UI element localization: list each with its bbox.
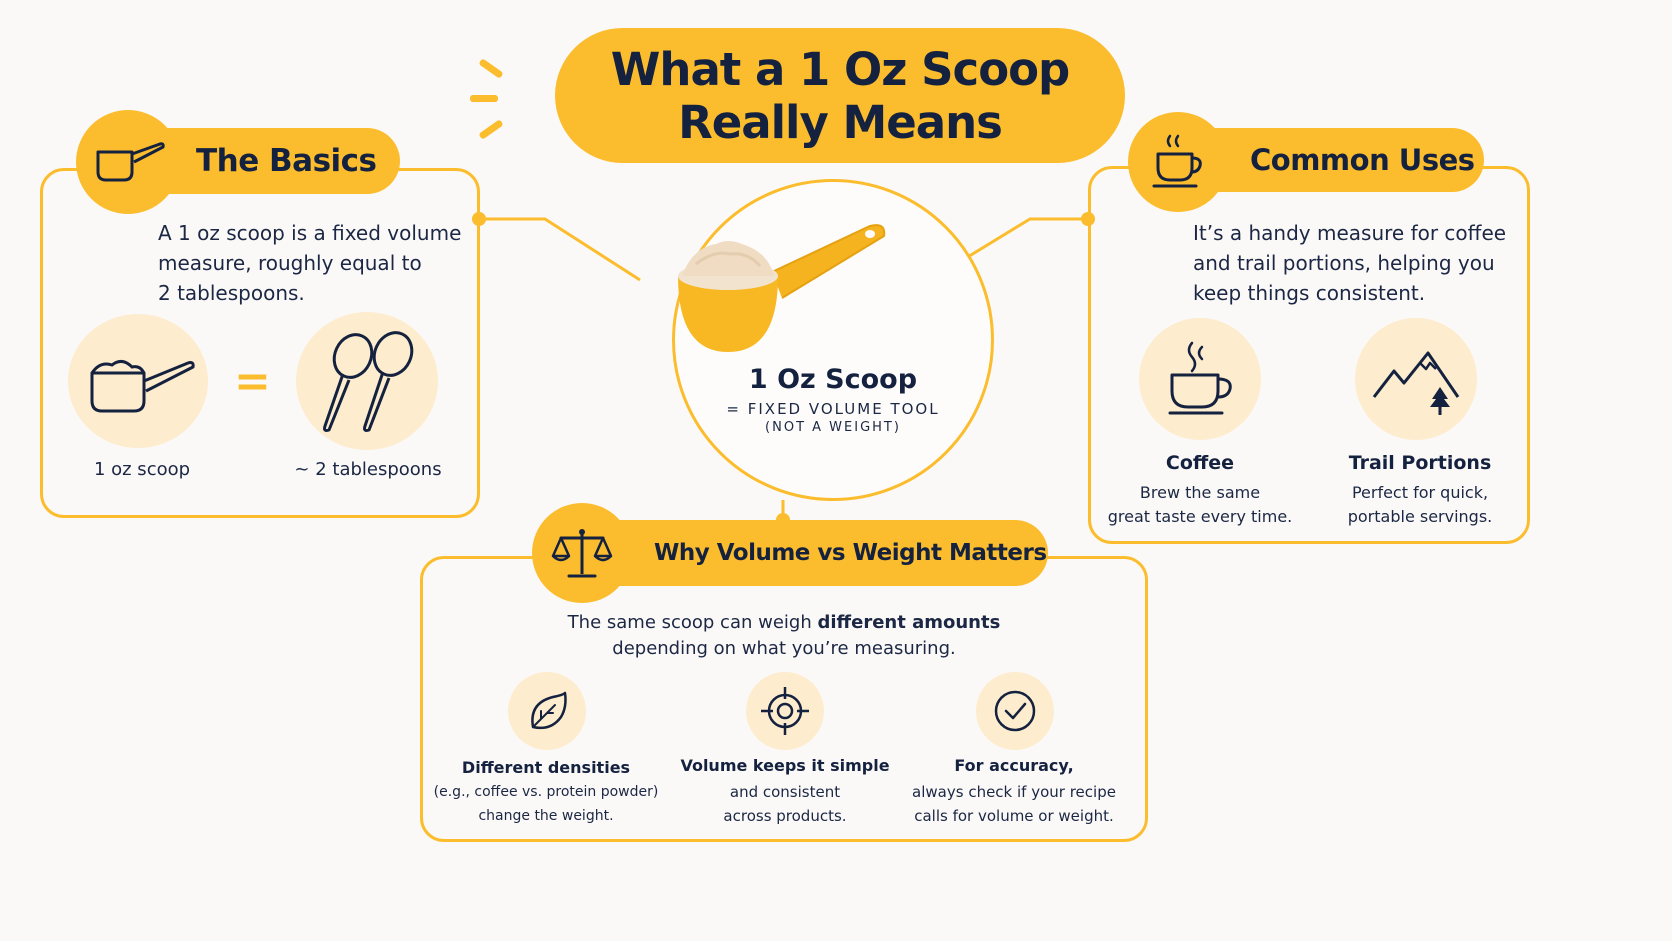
page-title-line1: What a 1 Oz Scoop	[610, 42, 1070, 96]
uses-header: Common Uses	[1210, 128, 1484, 192]
why-text-plain: The same scoop can weigh	[567, 612, 818, 633]
simple-text-line: and consistent	[729, 783, 841, 801]
basics-text: A 1 oz scoop is a fixed volume measure, …	[158, 218, 478, 308]
center-scoop-circle	[672, 179, 994, 501]
scoop-icon	[90, 360, 195, 413]
accuracy-title: For accuracy,	[954, 756, 1074, 775]
simple-illustration	[746, 672, 824, 750]
coffee-text-line: Brew the same	[1139, 483, 1261, 502]
scoop-illustration	[68, 314, 208, 448]
connector-dot	[472, 212, 486, 226]
check-icon	[994, 690, 1036, 732]
trail-title: Trail Portions	[1348, 452, 1492, 474]
mountain-icon	[1372, 351, 1460, 415]
connector-dot	[1081, 212, 1095, 226]
coffee-illustration	[1139, 318, 1261, 440]
basics-text-line: measure, roughly equal to	[158, 251, 422, 275]
trail-illustration	[1355, 318, 1477, 440]
uses-text-line: keep things consistent.	[1193, 281, 1426, 305]
densities-text-line: (e.g., coffee vs. protein powder)	[433, 784, 659, 800]
basics-heading: The Basics	[196, 143, 377, 179]
why-text-line1: The same scoop can weigh different amoun…	[470, 610, 1098, 636]
basics-header: The Basics	[160, 128, 400, 194]
center-note: (NOT A WEIGHT)	[765, 420, 901, 435]
accuracy-text: always check if your recipe calls for vo…	[894, 780, 1134, 828]
balance-scale-icon	[551, 529, 613, 578]
title-ray	[470, 95, 498, 102]
tablespoons-illustration	[296, 312, 438, 450]
uses-header-icon	[1128, 112, 1228, 212]
why-header-icon	[532, 503, 632, 603]
uses-text-line: It’s a handy measure for coffee	[1193, 221, 1507, 245]
densities-illustration	[508, 672, 586, 750]
simple-title: Volume keeps it simple	[680, 756, 890, 775]
center-subtitle: = FIXED VOLUME TOOL	[726, 400, 940, 418]
trail-text-line: portable servings.	[1347, 507, 1493, 526]
tablespoons-icon	[323, 331, 414, 432]
uses-heading: Common Uses	[1250, 143, 1475, 177]
equals-sign: =	[234, 356, 271, 407]
basics-text-line: 2 tablespoons.	[158, 281, 305, 305]
uses-text-line: and trail portions, helping you	[1193, 251, 1495, 275]
accuracy-illustration	[976, 672, 1054, 750]
accuracy-text-line: calls for volume or weight.	[914, 807, 1114, 825]
accuracy-text-line: always check if your recipe	[912, 783, 1116, 801]
coffee-title: Coffee	[1165, 452, 1235, 474]
coffee-cup-icon	[1152, 134, 1202, 188]
coffee-text: Brew the same great taste every time.	[1090, 481, 1310, 529]
why-text-line2: depending on what you’re measuring.	[612, 638, 956, 659]
coffee-text-line: great taste every time.	[1107, 507, 1293, 526]
trail-text: Perfect for quick, portable servings.	[1310, 481, 1530, 529]
basics-text-line: A 1 oz scoop is a fixed volume	[158, 221, 462, 245]
page-title-line2: Really Means	[678, 95, 1003, 149]
densities-text-line: change the weight.	[478, 808, 614, 824]
scoop-photo	[678, 224, 886, 352]
leaf-icon	[531, 691, 567, 730]
trail-text-line: Perfect for quick,	[1351, 483, 1489, 502]
why-header: Why Volume vs Weight Matters	[610, 520, 1048, 586]
target-icon	[761, 687, 809, 735]
densities-text: (e.g., coffee vs. protein powder) change…	[430, 780, 662, 828]
simple-text: and consistent across products.	[675, 780, 895, 828]
center-title: 1 Oz Scoop	[748, 364, 918, 395]
densities-title: Different densities	[461, 758, 631, 777]
basics-header-icon	[76, 110, 180, 214]
title-banner: What a 1 Oz Scoop Really Means	[555, 28, 1125, 163]
why-text: The same scoop can weigh different amoun…	[470, 610, 1098, 662]
why-text-bold: different amounts	[817, 612, 1001, 633]
tablespoons-caption: ~ 2 tablespoons	[294, 459, 442, 480]
coffee-cup-icon	[1168, 341, 1232, 415]
scoop-icon	[96, 142, 165, 182]
why-heading: Why Volume vs Weight Matters	[654, 540, 1047, 566]
simple-text-line: across products.	[723, 807, 847, 825]
scoop-caption: 1 oz scoop	[93, 459, 191, 480]
uses-text: It’s a handy measure for coffee and trai…	[1193, 218, 1523, 308]
